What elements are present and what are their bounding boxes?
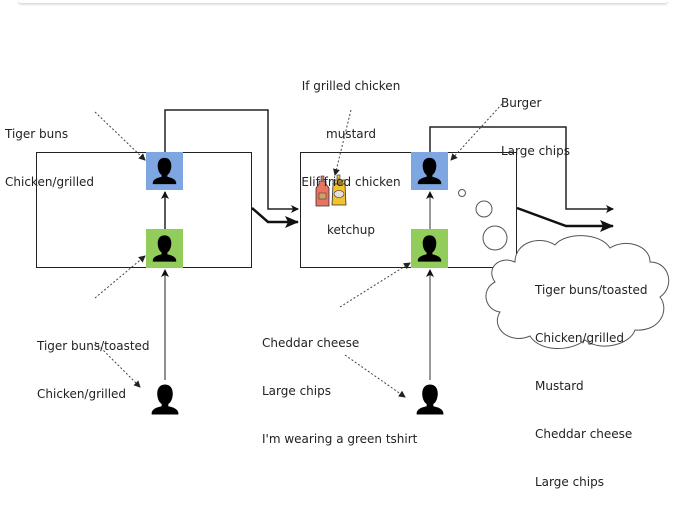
top-toolbar-edge: [18, 0, 668, 4]
thought-bubble-small: [458, 189, 466, 197]
annotation-line: Tiger buns: [5, 127, 69, 141]
right-customer-order-annotation: Cheddar cheese Large chips I'm wearing a…: [262, 303, 417, 463]
annotation-line: Tiger buns/toasted: [37, 339, 150, 353]
annotation-line: Burger: [501, 96, 542, 110]
cloud-line: Large chips: [535, 475, 604, 489]
left-server-order-annotation: Tiger buns Chicken/grilled: [5, 94, 94, 206]
left-customer-person: [146, 229, 183, 268]
left-server-to-right-station-connector: [164, 109, 299, 213]
left-top-annotation-pointer: [94, 111, 146, 161]
condiment-annotation-pointer: [333, 109, 352, 176]
cloud-line: Cheddar cheese: [535, 427, 633, 441]
annotation-line: mustard: [326, 127, 376, 141]
condiment-rule-annotation: If grilled chicken mustard Elif fried ch…: [295, 46, 407, 254]
right-station-output-arrow: [516, 206, 614, 232]
annotation-line: If grilled chicken: [301, 79, 401, 93]
annotation-line: Chicken/grilled: [5, 175, 95, 189]
left-bottom-annotation-pointer-down: [94, 341, 141, 388]
right-server-output-connector: [429, 126, 614, 213]
right-waiting-person-icon: [416, 384, 444, 415]
right-server-order-annotation: Burger Large chips: [501, 63, 570, 175]
cloud-line: Tiger buns/toasted: [535, 283, 648, 297]
cloud-line: Chicken/grilled: [535, 331, 625, 345]
mustard-bottle-icon: [331, 174, 347, 206]
thought-cloud: [485, 235, 670, 350]
annotation-line: Chicken/grilled: [37, 387, 127, 401]
right-server-person: [411, 152, 448, 190]
annotation-line: ketchup: [326, 223, 376, 237]
left-station-box: [36, 152, 252, 268]
diagram-canvas: [36, 103, 670, 415]
right-bottom-annotation-pointer-up: [339, 262, 411, 308]
left-station-output-arrow: [251, 207, 299, 228]
annotation-line: Elif fried chicken: [301, 175, 401, 189]
annotation-line: Large chips: [262, 384, 331, 398]
annotation-line: Cheddar cheese: [262, 336, 360, 350]
thought-bubble-large: [482, 225, 508, 251]
right-customer-person: [411, 229, 448, 268]
left-server-person: [146, 152, 183, 190]
ketchup-bottle-icon: [315, 175, 330, 207]
annotation-line: I'm wearing a green tshirt: [262, 432, 418, 446]
annotation-line: Large chips: [501, 144, 570, 158]
left-bottom-annotation-pointer-up: [94, 255, 146, 299]
left-waiting-person-icon: [151, 384, 179, 415]
cloud-line: Mustard: [535, 379, 584, 393]
thought-bubble-medium: [475, 200, 493, 218]
thought-cloud-text: Tiger buns/toasted Chicken/grilled Musta…: [535, 250, 648, 506]
left-customer-order-annotation: Tiger buns/toasted Chicken/grilled: [37, 306, 150, 418]
right-top-annotation-pointer: [450, 103, 503, 161]
right-bottom-annotation-pointer-down: [344, 354, 406, 398]
